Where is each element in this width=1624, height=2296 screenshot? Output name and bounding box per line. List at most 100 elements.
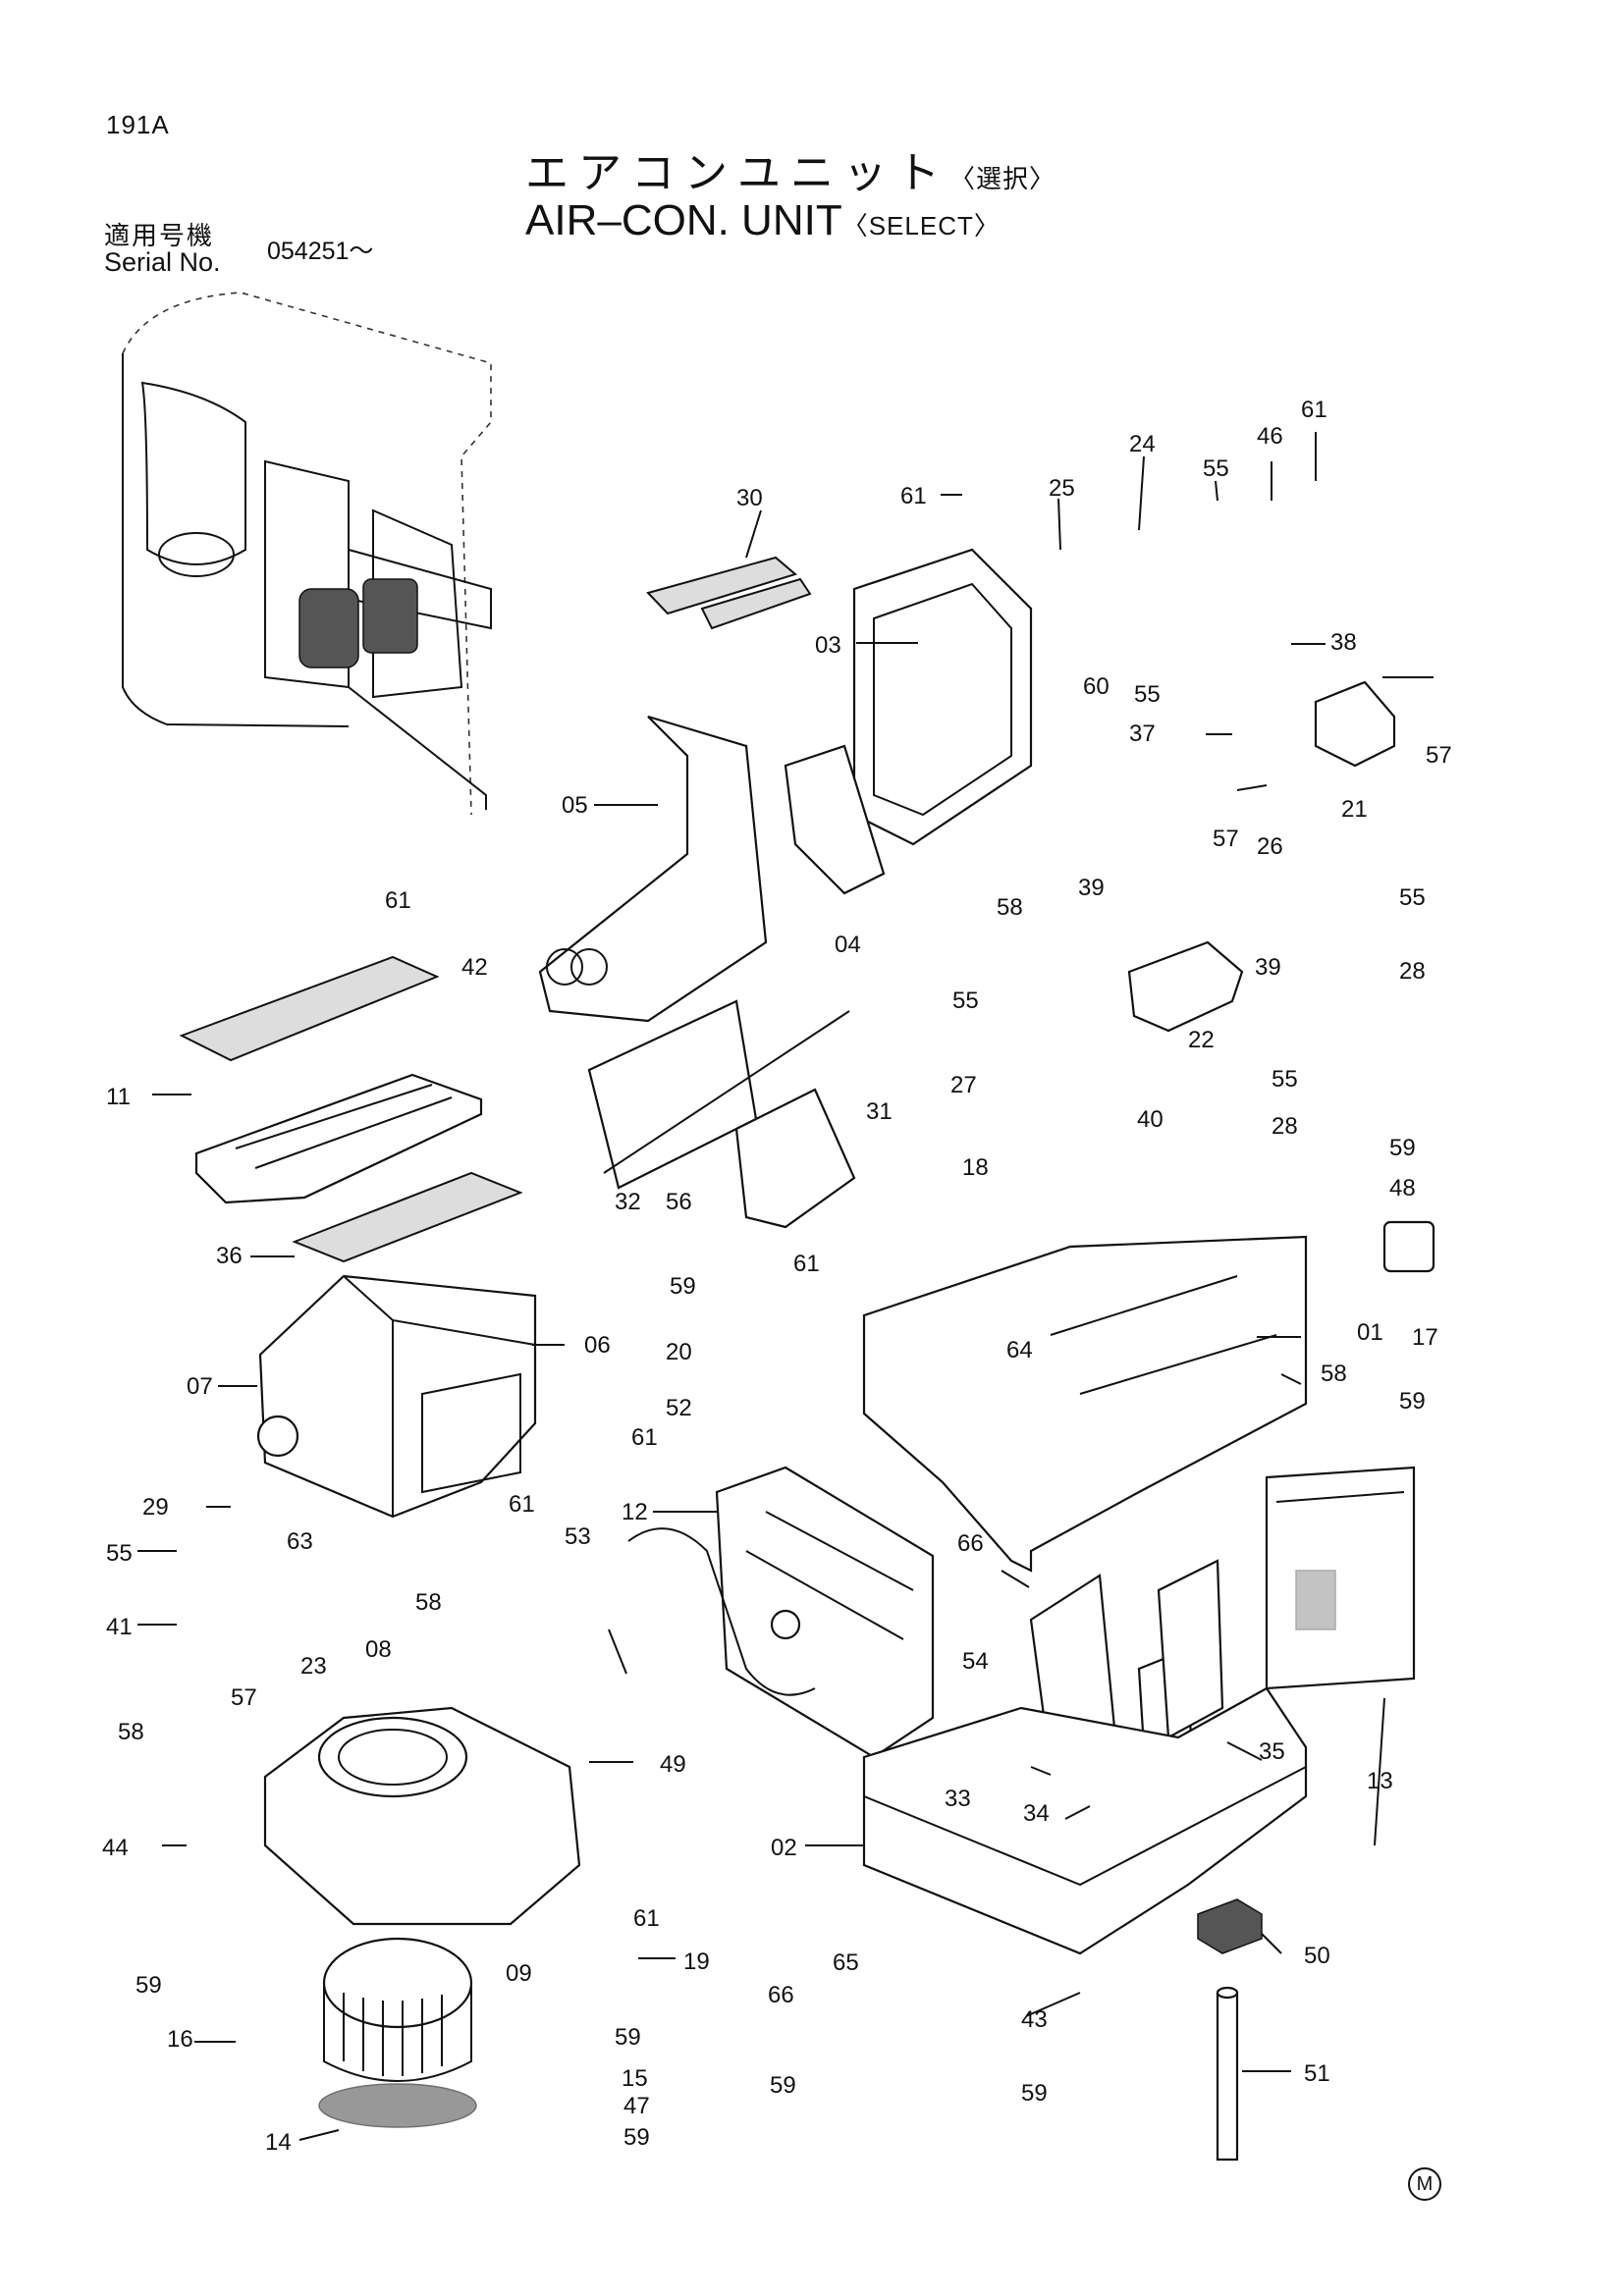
callout-27: 27 — [950, 1072, 977, 1098]
callout-59d: 59 — [135, 1972, 162, 1999]
part-05-case-cover — [538, 715, 768, 1023]
callout-31: 31 — [866, 1098, 893, 1125]
callout-32: 32 — [615, 1189, 641, 1215]
callout-26: 26 — [1257, 833, 1283, 860]
title-english-suffix: 〈SELECT〉 — [841, 211, 1001, 240]
callout-59h: 59 — [623, 2124, 650, 2151]
callout-02: 02 — [771, 1835, 797, 1861]
callout-04: 04 — [835, 932, 861, 958]
callout-59f: 59 — [770, 2072, 796, 2099]
part-12-evaporator — [627, 1466, 935, 1759]
callout-61g: 61 — [633, 1905, 660, 1932]
leader-lines — [137, 432, 1434, 2141]
callout-55d: 55 — [952, 988, 979, 1014]
callout-50: 50 — [1304, 1943, 1330, 1969]
part-03-case-upper — [852, 548, 1033, 846]
callout-60: 60 — [1083, 673, 1110, 700]
callout-34: 34 — [1023, 1800, 1050, 1827]
callout-14: 14 — [265, 2129, 292, 2156]
callout-61b: 61 — [900, 483, 927, 509]
callout-33: 33 — [945, 1786, 971, 1812]
callout-28b: 28 — [1272, 1113, 1298, 1140]
callout-25: 25 — [1049, 475, 1075, 502]
callout-30: 30 — [736, 485, 763, 511]
callout-61f: 61 — [509, 1491, 535, 1518]
callout-37: 37 — [1129, 721, 1156, 747]
title-english-text: AIR–CON. UNIT — [525, 196, 842, 244]
callout-58a: 58 — [997, 894, 1023, 921]
serial-number-value: 054251～ — [267, 238, 374, 265]
callout-51: 51 — [1304, 2060, 1330, 2087]
callout-03: 03 — [815, 632, 841, 659]
callout-48: 48 — [1389, 1175, 1416, 1201]
callout-55a: 55 — [1203, 455, 1229, 482]
callout-38: 38 — [1330, 629, 1357, 656]
title-japanese: エアコンユニット〈選択〉 — [525, 137, 1056, 200]
callout-16: 16 — [167, 2026, 193, 2053]
callout-58b: 58 — [1321, 1361, 1347, 1387]
title-japanese-text: エアコンユニット — [525, 149, 949, 197]
part-14-blower-motor — [318, 1937, 477, 2128]
callout-63: 63 — [287, 1528, 313, 1555]
callout-56: 56 — [666, 1189, 692, 1215]
callout-18: 18 — [962, 1154, 989, 1181]
callout-05: 05 — [562, 792, 588, 819]
callout-57a: 57 — [1426, 742, 1452, 769]
callout-61c: 61 — [385, 887, 411, 914]
part-02-lower-case — [862, 1686, 1308, 1955]
callout-61e: 61 — [631, 1424, 658, 1451]
part-36-filter-lower — [292, 1171, 523, 1263]
callout-59g: 59 — [1021, 2080, 1048, 2107]
callout-59e: 59 — [615, 2024, 641, 2051]
callout-20: 20 — [666, 1339, 692, 1365]
cab-illustration — [122, 292, 492, 816]
callout-55f: 55 — [106, 1540, 133, 1567]
callout-44: 44 — [102, 1835, 129, 1861]
callout-46: 46 — [1257, 423, 1283, 450]
callout-55e: 55 — [1272, 1066, 1298, 1093]
manufacturer-mark: M — [1408, 2167, 1441, 2201]
callout-41: 41 — [106, 1614, 133, 1640]
serial-label-english: Serial No. — [104, 247, 221, 277]
callout-59a: 59 — [1389, 1135, 1416, 1161]
title-japanese-suffix: 〈選択〉 — [949, 164, 1056, 193]
part-17-relay — [1382, 1220, 1435, 1273]
callout-15: 15 — [622, 2065, 648, 2092]
callout-54: 54 — [962, 1648, 989, 1675]
callout-61a: 61 — [1301, 397, 1327, 423]
callout-19: 19 — [683, 1949, 710, 1975]
callout-66b: 66 — [768, 1982, 794, 2008]
callout-58c: 58 — [415, 1589, 442, 1616]
callout-61d: 61 — [793, 1251, 820, 1277]
callout-36: 36 — [216, 1243, 243, 1269]
callout-07: 07 — [187, 1373, 213, 1400]
callout-35: 35 — [1259, 1738, 1285, 1765]
part-08-09-blower-case — [263, 1706, 581, 1926]
page-code: 191A — [106, 110, 170, 139]
callout-43: 43 — [1021, 2006, 1048, 2033]
callout-57c: 57 — [231, 1684, 257, 1711]
serial-label-japanese: 適用号機 — [104, 221, 215, 250]
callout-65: 65 — [833, 1949, 859, 1976]
callout-47: 47 — [623, 2093, 650, 2119]
callout-40: 40 — [1137, 1106, 1164, 1133]
callout-01: 01 — [1357, 1319, 1383, 1346]
callout-42: 42 — [461, 954, 488, 981]
part-31-32-door-assembly — [587, 999, 856, 1229]
callout-59c: 59 — [1399, 1388, 1426, 1415]
callout-11: 11 — [106, 1084, 131, 1110]
callout-09: 09 — [506, 1960, 532, 1987]
callout-49: 49 — [660, 1751, 686, 1778]
callout-12: 12 — [622, 1499, 648, 1525]
callout-64: 64 — [1006, 1337, 1033, 1363]
callout-55c: 55 — [1399, 884, 1426, 911]
callout-24: 24 — [1129, 431, 1156, 457]
callout-06: 06 — [584, 1332, 611, 1359]
part-01-upper-case — [862, 1235, 1308, 1573]
part-22-actuator — [1127, 940, 1244, 1033]
part-06-07-intake-box — [256, 1274, 537, 1519]
part-30-filter-small — [646, 556, 812, 630]
callout-59b: 59 — [670, 1273, 696, 1300]
callout-39b: 39 — [1255, 954, 1281, 981]
